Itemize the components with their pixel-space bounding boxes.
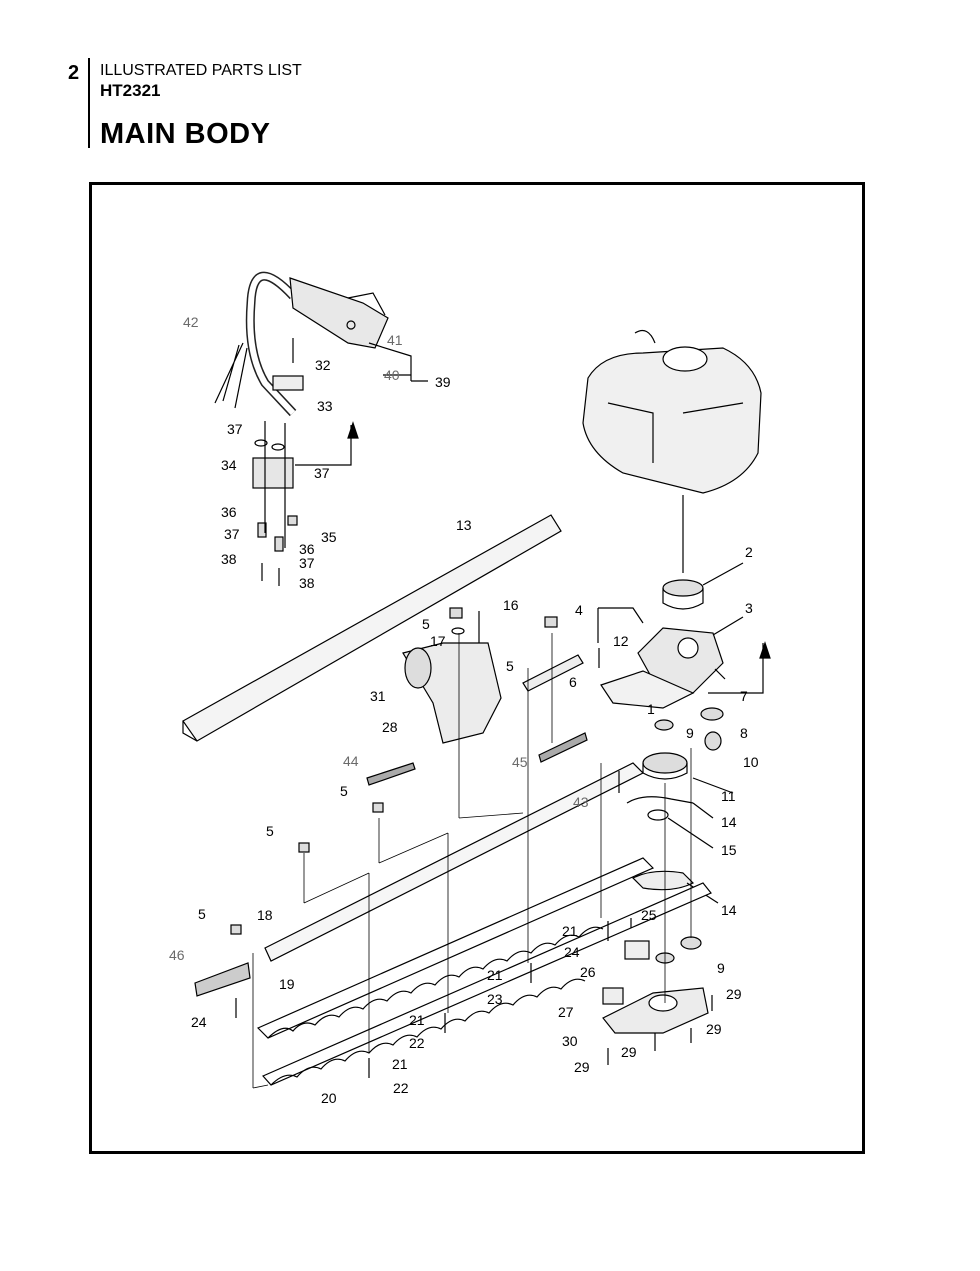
callout-5-e: 5 xyxy=(198,906,206,922)
callout-labels: 1 2 3 4 5 5 5 5 5 6 7 8 9 9 10 11 12 13 … xyxy=(169,314,759,1106)
callout-26: 26 xyxy=(580,964,596,980)
callout-30: 30 xyxy=(562,1033,578,1049)
callout-25: 25 xyxy=(641,907,657,923)
callout-24-b: 24 xyxy=(564,944,580,960)
callout-21-a: 21 xyxy=(562,923,578,939)
callout-29-b: 29 xyxy=(706,1021,722,1037)
callout-37-d: 37 xyxy=(299,555,315,571)
callout-36-b: 36 xyxy=(299,541,315,557)
handle-assembly-drawing xyxy=(214,271,389,417)
callout-14-a: 14 xyxy=(721,814,737,830)
callout-43: 43 xyxy=(573,794,589,810)
exploded-diagram-frame: 1 2 3 4 5 5 5 5 5 6 7 8 9 9 10 11 12 13 … xyxy=(89,182,865,1154)
document-type: ILLUSTRATED PARTS LIST xyxy=(100,62,302,79)
callout-37-c: 37 xyxy=(224,526,240,542)
callout-7: 7 xyxy=(740,688,748,704)
callout-44: 44 xyxy=(343,753,359,769)
callout-22-a: 22 xyxy=(409,1035,425,1051)
callout-6: 6 xyxy=(569,674,577,690)
callout-42: 42 xyxy=(183,314,199,330)
callout-39: 39 xyxy=(435,374,451,390)
callout-37-a: 37 xyxy=(227,421,243,437)
callout-5-c: 5 xyxy=(340,783,348,799)
callout-31: 31 xyxy=(370,688,386,704)
callout-18: 18 xyxy=(257,907,273,923)
callout-14-b: 14 xyxy=(721,902,737,918)
page-number: 2 xyxy=(68,62,80,84)
callout-20: 20 xyxy=(321,1090,337,1106)
callout-4: 4 xyxy=(575,602,583,618)
callout-29-d: 29 xyxy=(574,1059,590,1075)
callout-24-a: 24 xyxy=(191,1014,207,1030)
lower-gear-case-drawing xyxy=(602,987,709,1034)
lower-blade-drawing xyxy=(262,882,712,1086)
callout-21-d: 21 xyxy=(392,1056,408,1072)
clamp-parts-drawing xyxy=(252,338,359,586)
callout-40: 40 xyxy=(384,367,400,383)
callout-8: 8 xyxy=(740,725,748,741)
callout-41: 41 xyxy=(387,332,403,348)
section-title: MAIN BODY xyxy=(100,118,271,150)
model-number: HT2321 xyxy=(100,81,161,100)
callout-35: 35 xyxy=(321,529,337,545)
callout-10: 10 xyxy=(743,754,759,770)
callout-17: 17 xyxy=(430,633,446,649)
callout-5-a: 5 xyxy=(422,616,430,632)
callout-2: 2 xyxy=(745,544,753,560)
callout-1: 1 xyxy=(647,701,655,717)
callout-21-b: 21 xyxy=(487,967,503,983)
callout-9-a: 9 xyxy=(686,725,694,741)
callout-21-c: 21 xyxy=(409,1012,425,1028)
callout-32: 32 xyxy=(315,357,331,373)
callout-46: 46 xyxy=(169,947,185,963)
plate-drawing xyxy=(264,762,645,962)
callout-33: 33 xyxy=(317,398,333,414)
engine-drawing xyxy=(582,330,762,573)
callout-22-b: 22 xyxy=(393,1080,409,1096)
callout-9-b: 9 xyxy=(717,960,725,976)
callout-12: 12 xyxy=(613,633,629,649)
callout-27: 27 xyxy=(558,1004,574,1020)
shaft-cover-drawing xyxy=(182,514,562,742)
callout-36-a: 36 xyxy=(221,504,237,520)
callout-37-b: 37 xyxy=(314,465,330,481)
callout-29-a: 29 xyxy=(726,986,742,1002)
callout-15: 15 xyxy=(721,842,737,858)
callout-3: 3 xyxy=(745,600,753,616)
callout-45: 45 xyxy=(512,754,528,770)
callout-11: 11 xyxy=(721,788,736,804)
callout-38-a: 38 xyxy=(221,551,237,567)
callout-23: 23 xyxy=(487,991,503,1007)
callout-16: 16 xyxy=(503,597,519,613)
callout-5-d: 5 xyxy=(266,823,274,839)
exploded-diagram: 1 2 3 4 5 5 5 5 5 6 7 8 9 9 10 11 12 13 … xyxy=(169,271,771,1106)
callout-38-b: 38 xyxy=(299,575,315,591)
header-divider xyxy=(88,58,90,148)
callout-28: 28 xyxy=(382,719,398,735)
callout-29-c: 29 xyxy=(621,1044,637,1060)
callout-5-b: 5 xyxy=(506,658,514,674)
callout-19: 19 xyxy=(279,976,295,992)
callout-34: 34 xyxy=(221,457,237,473)
gear-case-drawing xyxy=(600,627,724,709)
upper-blade-drawing xyxy=(256,857,655,1039)
callout-13: 13 xyxy=(456,517,472,533)
